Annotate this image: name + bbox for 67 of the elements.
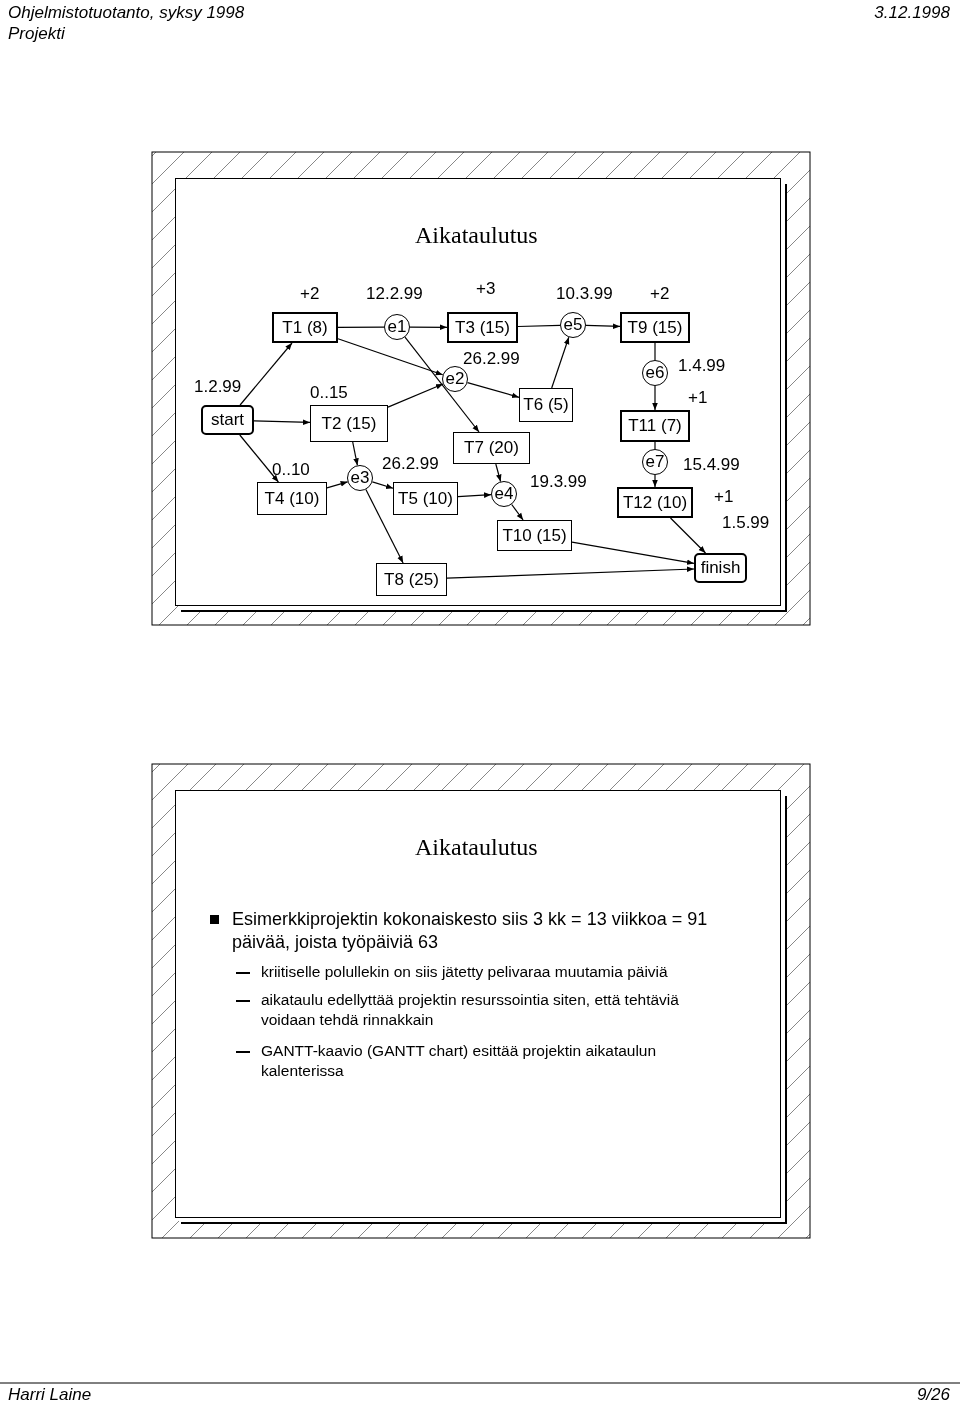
arrow <box>253 419 311 425</box>
task-box: T3 (15) <box>447 312 518 343</box>
page-number: 9/26 <box>916 1385 950 1405</box>
date-label: +2 <box>650 284 670 304</box>
arrow <box>466 382 520 399</box>
arrow <box>239 342 293 406</box>
arrow <box>652 385 658 411</box>
arrow <box>326 481 349 489</box>
task-box: T4 (10) <box>257 482 327 515</box>
date-label: 1.5.99 <box>722 513 770 533</box>
arrow <box>495 463 502 483</box>
sub-bullet-text: GANTT-kaavio (GANTT chart) esittää projektin aikataulun kalenterissa <box>261 1041 658 1081</box>
date-label: +1 <box>714 487 734 507</box>
connector-line <box>654 441 656 450</box>
arrow <box>669 517 707 554</box>
task-box: T11 (7) <box>620 410 690 442</box>
date-label: 15.4.99 <box>683 455 740 475</box>
task-box: T5 (10) <box>393 482 458 515</box>
header-date: 3.12.1998 <box>874 3 950 23</box>
date-label: 1.4.99 <box>678 356 726 376</box>
arrow <box>371 481 394 489</box>
task-box: T7 (20) <box>453 432 530 464</box>
arrow <box>387 383 444 408</box>
date-label: 19.3.99 <box>530 472 587 492</box>
task-box: T2 (15) <box>310 405 388 442</box>
arrow <box>404 336 480 433</box>
header-text: Projekti <box>8 24 65 44</box>
arrow <box>511 503 524 521</box>
milestone-box: start <box>201 405 254 435</box>
footer-text: Harri Laine <box>8 1385 92 1405</box>
task-box: T12 (10) <box>617 487 693 518</box>
task-box: T9 (15) <box>620 312 690 343</box>
task-box: T6 (5) <box>519 388 573 422</box>
arrow <box>352 441 359 466</box>
date-label: +3 <box>476 279 496 299</box>
arrow <box>457 492 492 498</box>
connector-line <box>337 326 385 328</box>
date-label: +1 <box>688 388 708 408</box>
date-label: 10.3.99 <box>556 284 613 304</box>
arrow <box>409 324 448 331</box>
arrow <box>239 434 279 483</box>
sub-bullet-text: aikataulu edellyttää projektin resurssointia siten, että tehtäviä voidaan tehdä rinnakkain <box>261 990 680 1030</box>
milestone-box: finish <box>694 553 747 583</box>
task-box: T10 (15) <box>497 520 572 551</box>
task-box: T1 (8) <box>272 312 338 343</box>
arrow <box>585 323 621 329</box>
bullet-text: Esimerkkiprojektin kokonaiskesto siis 3 kk = 13 viikkoa = 91 päivää, joista työpäiviä 63 <box>232 908 709 954</box>
connector-line <box>517 324 561 328</box>
date-label: 26.2.99 <box>382 454 439 474</box>
date-label: 0..10 <box>272 460 310 480</box>
date-label: 0..15 <box>310 383 348 403</box>
date-label: 1.2.99 <box>194 377 242 397</box>
arrow <box>365 489 404 564</box>
date-label: 12.2.99 <box>366 284 423 304</box>
arrow <box>551 336 570 389</box>
date-label: 26.2.99 <box>463 349 520 369</box>
header-text: Ohjelmistotuotanto, syksy 1998 <box>8 3 245 23</box>
arrow <box>652 474 658 488</box>
arrow <box>446 566 695 579</box>
arrow <box>337 338 444 376</box>
slide-title: Aikataulutus <box>415 222 538 249</box>
arrow <box>571 541 695 565</box>
slide-title: Aikataulutus <box>415 834 538 861</box>
connector-line <box>654 342 656 361</box>
sub-bullet-text: kriitiselle polullekin on siis jätetty pelivaraa muutamia päiviä <box>261 962 669 982</box>
task-box: T8 (25) <box>376 563 447 596</box>
date-label: +2 <box>300 284 320 304</box>
